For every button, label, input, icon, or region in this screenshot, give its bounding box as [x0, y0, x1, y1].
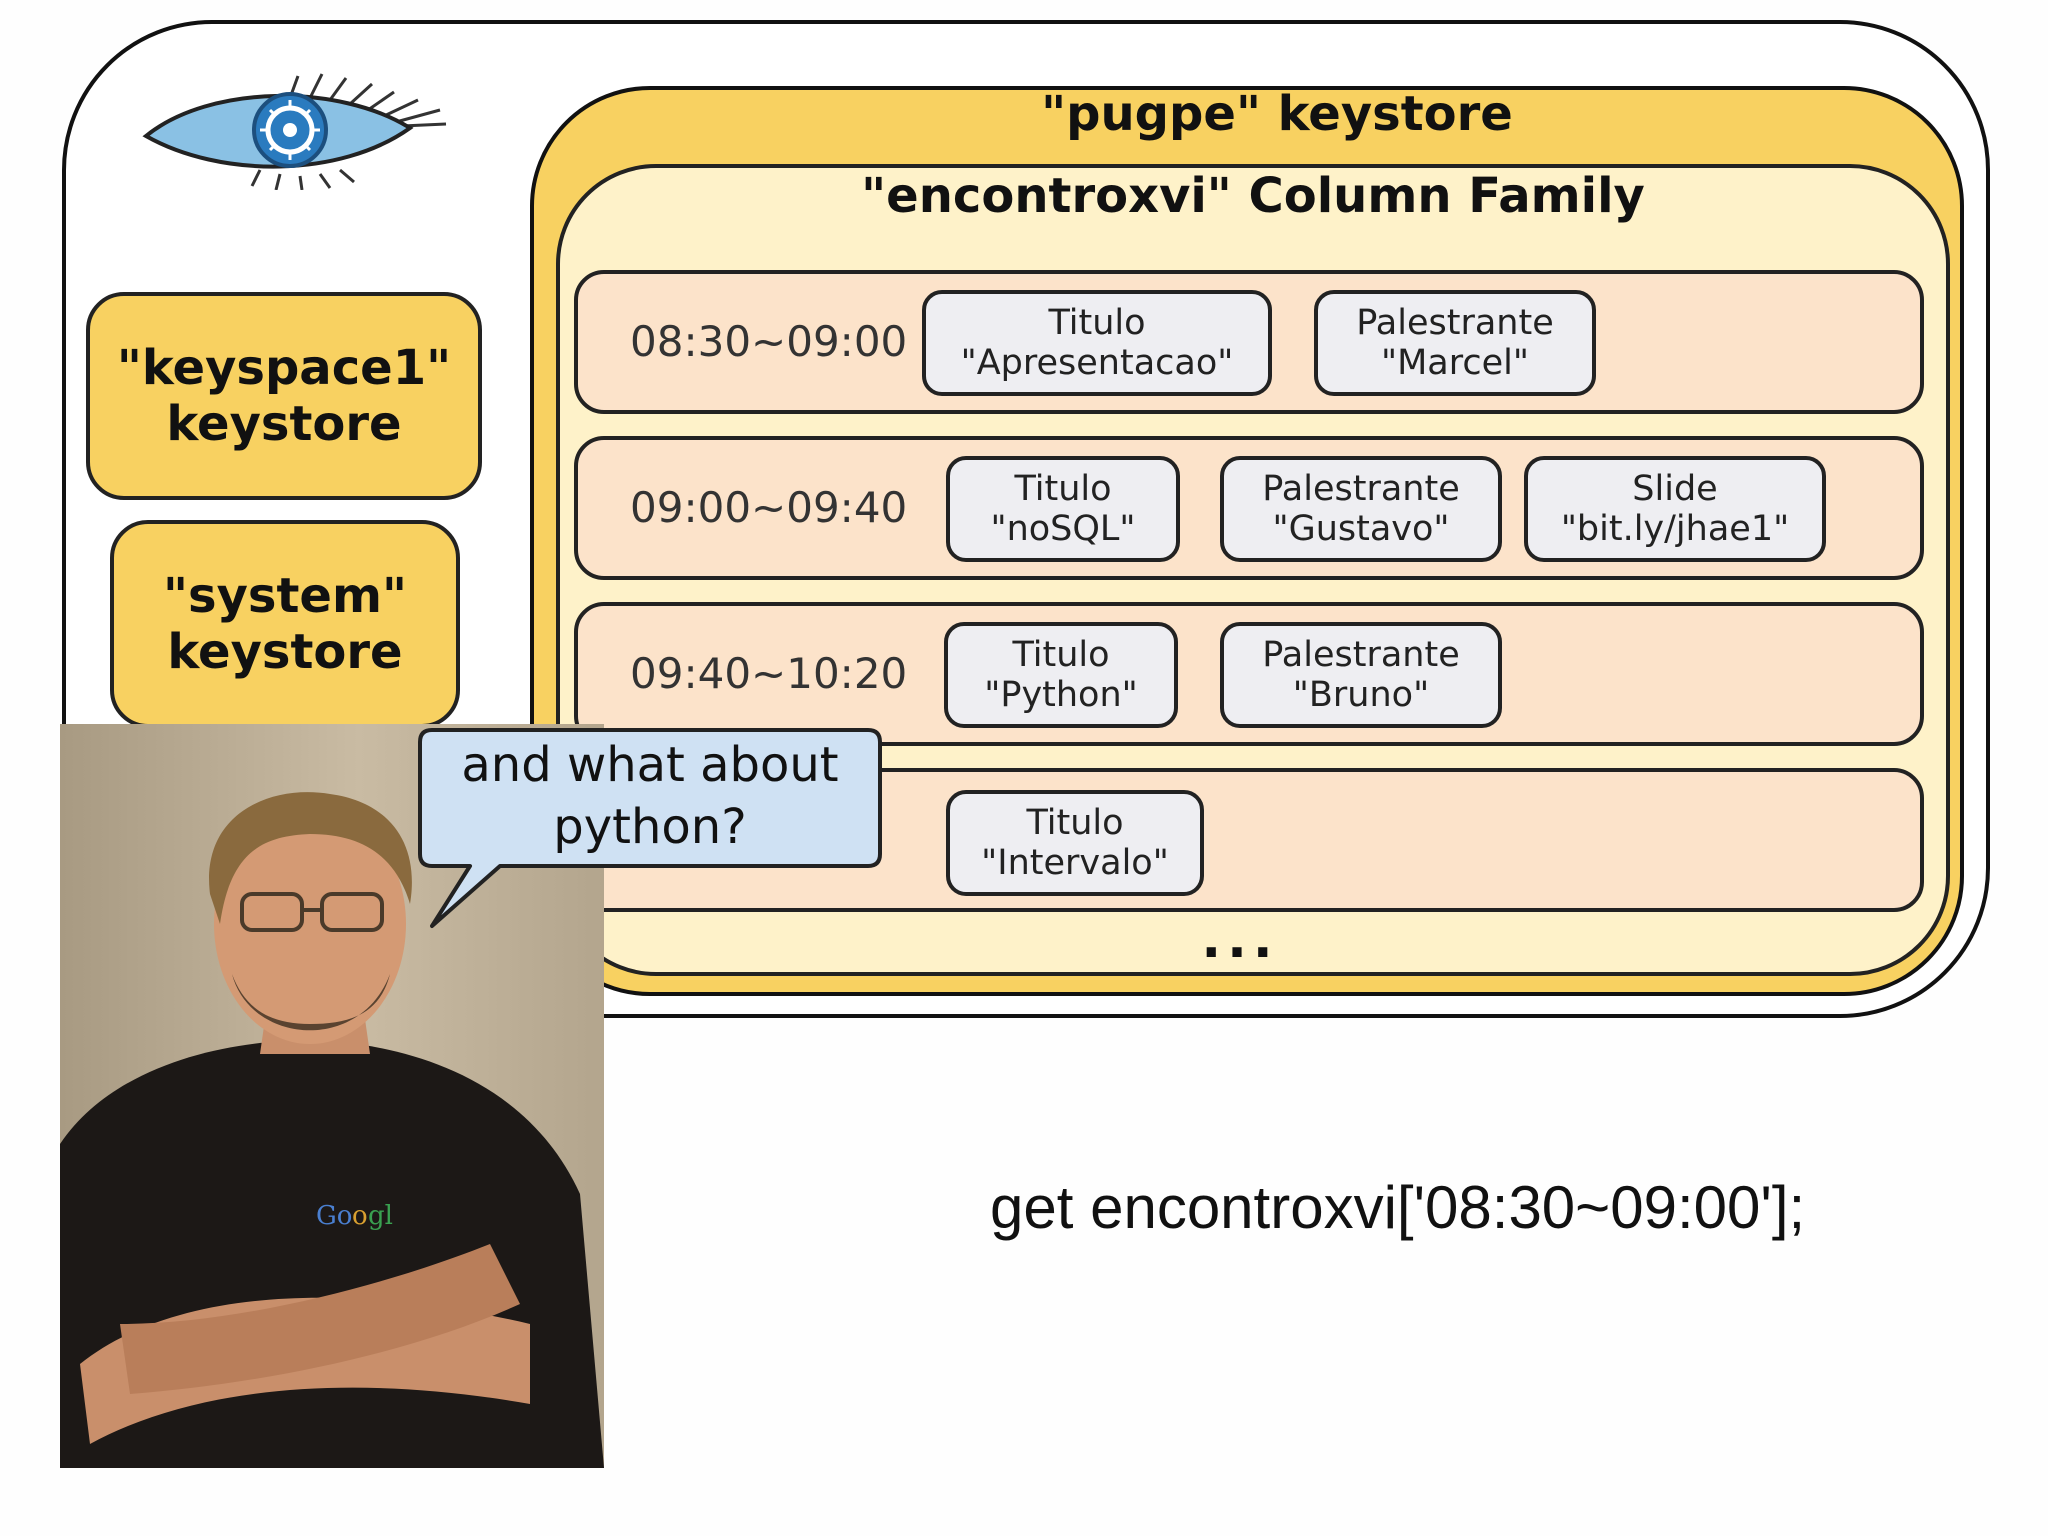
keystore-name: "keyspace1"	[116, 340, 452, 396]
column-value: "Python"	[984, 675, 1138, 715]
column-value: "Marcel"	[1381, 343, 1529, 383]
column-cell: Titulo "Python"	[944, 622, 1178, 728]
column-cell: Palestrante "Bruno"	[1220, 622, 1502, 728]
speech-bubble-text: and what about python?	[420, 734, 880, 858]
column-cell: Palestrante "Gustavo"	[1220, 456, 1502, 562]
column-name: Titulo	[1026, 803, 1124, 843]
column-name: Titulo	[1012, 635, 1110, 675]
keystore-name: "system"	[163, 568, 407, 624]
column-value: "noSQL"	[990, 509, 1136, 549]
column-name: Palestrante	[1262, 469, 1460, 509]
keystore-label: keystore	[166, 396, 402, 452]
column-value: "Intervalo"	[981, 843, 1169, 883]
keystore-label: keystore	[167, 624, 403, 680]
column-cell: Titulo "noSQL"	[946, 456, 1180, 562]
row-key: 09:40~10:20	[630, 649, 908, 698]
speech-bubble	[410, 720, 890, 940]
column-value: "Apresentacao"	[960, 343, 1234, 383]
bubble-line-1: and what about	[461, 737, 839, 793]
more-rows-ellipsis: ...	[1201, 910, 1279, 970]
column-cell: Titulo "Intervalo"	[946, 790, 1204, 896]
column-name: Slide	[1632, 469, 1718, 509]
column-value: "Bruno"	[1292, 675, 1430, 715]
svg-text:gl: gl	[368, 1201, 393, 1231]
column-name: Palestrante	[1356, 303, 1554, 343]
row-key: 08:30~09:00	[630, 317, 908, 366]
keyspace1-keystore: "keyspace1" keystore	[86, 292, 482, 500]
pugpe-keystore-title: "pugpe" keystore	[1041, 86, 1513, 142]
column-name: Titulo	[1048, 303, 1146, 343]
column-name: Titulo	[1014, 469, 1112, 509]
svg-text:o: o	[352, 1201, 368, 1231]
column-value: "bit.ly/jhae1"	[1560, 509, 1790, 549]
column-cell: Palestrante "Marcel"	[1314, 290, 1596, 396]
column-cell: Slide "bit.ly/jhae1"	[1524, 456, 1826, 562]
bubble-line-2: python?	[553, 799, 747, 855]
cassandra-eye-logo-icon	[140, 70, 460, 191]
column-name: Palestrante	[1262, 635, 1460, 675]
system-keystore: "system" keystore	[110, 520, 460, 728]
column-family-title: "encontroxvi" Column Family	[861, 168, 1645, 224]
row-key: 09:00~09:40	[630, 483, 908, 532]
svg-text:Go: Go	[316, 1201, 352, 1231]
column-value: "Gustavo"	[1272, 509, 1450, 549]
get-command-text: get encontroxvi['08:30~09:00'];	[990, 1174, 1806, 1241]
column-cell: Titulo "Apresentacao"	[922, 290, 1272, 396]
